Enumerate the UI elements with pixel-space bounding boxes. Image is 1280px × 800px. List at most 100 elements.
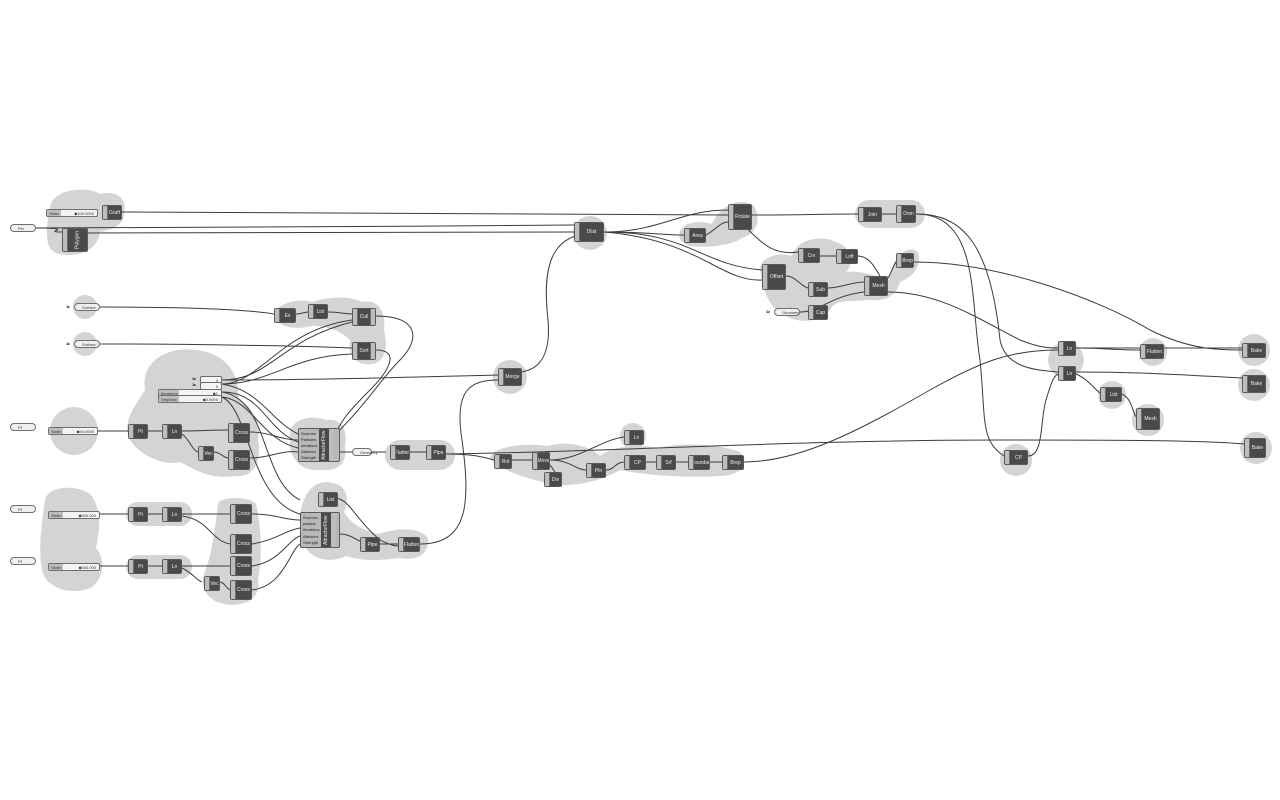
- rotate-component[interactable]: Rot: [494, 454, 512, 469]
- input-port[interactable]: [545, 473, 550, 486]
- boundary-component[interactable]: Boundary: [688, 455, 710, 470]
- input-port[interactable]: [689, 456, 694, 469]
- geometry-param[interactable]: Geometry: [774, 308, 800, 316]
- curve-component[interactable]: Crv: [798, 248, 820, 263]
- vector-component[interactable]: Vec: [204, 576, 220, 591]
- input-port[interactable]: [1243, 344, 1248, 357]
- input-port[interactable]: [533, 453, 538, 469]
- solver-input-particle[interactable]: particle: [303, 521, 316, 527]
- input-port[interactable]: [361, 538, 366, 551]
- area-component[interactable]: Area: [684, 228, 706, 243]
- input-port[interactable]: [275, 309, 280, 322]
- input-port[interactable]: [229, 451, 234, 469]
- input-port[interactable]: [625, 431, 630, 444]
- input-port[interactable]: [229, 424, 234, 442]
- wire[interactable]: [915, 213, 1005, 457]
- input-port[interactable]: [1243, 376, 1248, 392]
- wire[interactable]: [445, 439, 1245, 455]
- wire[interactable]: [249, 451, 299, 459]
- flatten-component[interactable]: Flatten: [398, 537, 420, 552]
- flatten-component[interactable]: Flatten: [390, 445, 410, 460]
- input-port[interactable]: [809, 283, 814, 296]
- domain-component[interactable]: Dom: [896, 205, 916, 223]
- input-port[interactable]: [575, 223, 580, 241]
- point-component[interactable]: Pt: [128, 424, 148, 439]
- solver-input-sources[interactable]: Sources: [303, 514, 318, 520]
- cross-component[interactable]: Cross: [230, 556, 252, 576]
- point-component[interactable]: Pt: [128, 507, 148, 522]
- stepsize-slider[interactable]: StepSize ◆0.5000: [158, 395, 222, 403]
- input-port[interactable]: [799, 249, 804, 262]
- wire[interactable]: [249, 431, 299, 441]
- bake-component[interactable]: Bake: [1242, 375, 1266, 393]
- pt-param[interactable]: Pt: [10, 423, 36, 431]
- wire[interactable]: [857, 255, 881, 277]
- input-port[interactable]: [837, 250, 842, 263]
- rotate-component[interactable]: Rotate: [728, 204, 752, 230]
- wire[interactable]: [549, 459, 587, 471]
- wire[interactable]: [1027, 373, 1059, 457]
- input-port[interactable]: [1137, 409, 1142, 429]
- wire[interactable]: [785, 275, 809, 289]
- surface-param[interactable]: Surface: [74, 340, 100, 348]
- input-port[interactable]: [1059, 367, 1064, 380]
- wire[interactable]: [251, 535, 301, 567]
- input-port[interactable]: [231, 581, 236, 599]
- flatten-component[interactable]: Flatten: [1140, 344, 1164, 359]
- line-component[interactable]: Ln: [162, 559, 182, 574]
- attractor-solver[interactable]: Sources Particles Iterations Attractor S…: [298, 428, 340, 462]
- wire[interactable]: [221, 396, 299, 449]
- input-port[interactable]: [163, 425, 168, 438]
- surface-component[interactable]: Srf: [656, 455, 676, 470]
- list-component[interactable]: List: [308, 304, 328, 319]
- wire[interactable]: [87, 231, 579, 234]
- input-port[interactable]: [763, 265, 768, 289]
- pipe-component[interactable]: Pipe: [426, 445, 446, 460]
- surface-param[interactable]: Surface: [74, 303, 100, 311]
- dlist-component[interactable]: Dlist: [574, 222, 604, 242]
- sort-component[interactable]: Sort: [352, 342, 376, 360]
- wire[interactable]: [521, 231, 605, 373]
- solver-input-sources[interactable]: Sources: [301, 430, 316, 436]
- input-port[interactable]: [809, 306, 814, 319]
- wire[interactable]: [99, 343, 353, 349]
- pt-param[interactable]: Pt: [10, 557, 36, 565]
- bake-component[interactable]: Bake: [1244, 438, 1266, 458]
- wire[interactable]: [251, 513, 301, 521]
- input-port[interactable]: [63, 229, 68, 251]
- input-port[interactable]: [427, 446, 432, 459]
- solver-input-particles[interactable]: Particles: [301, 436, 317, 442]
- input-port[interactable]: [1005, 451, 1010, 464]
- wire[interactable]: [329, 349, 391, 447]
- group-blob[interactable]: [40, 487, 103, 592]
- line-component[interactable]: Ln: [624, 430, 644, 445]
- wire[interactable]: [221, 391, 301, 501]
- wire[interactable]: [603, 231, 763, 271]
- input-port[interactable]: [399, 538, 404, 551]
- attractor-solver[interactable]: Sources particle Iterations Attractor St…: [300, 512, 340, 548]
- output-port[interactable]: [370, 343, 375, 359]
- wire[interactable]: [221, 321, 353, 381]
- number-slider[interactable]: Slider ◆50.0000: [48, 427, 98, 435]
- input-port[interactable]: [319, 493, 324, 506]
- plane-component[interactable]: Pln: [586, 463, 606, 478]
- input-port[interactable]: [129, 560, 134, 573]
- wire[interactable]: [913, 261, 1243, 351]
- wire[interactable]: [221, 396, 301, 515]
- input-port[interactable]: [1101, 388, 1106, 401]
- pipe-component[interactable]: Pipe: [360, 537, 380, 552]
- wire[interactable]: [605, 461, 625, 471]
- solver-input-iterations[interactable]: Iterations: [303, 527, 320, 533]
- polygon-component[interactable]: Polygon: [62, 228, 88, 252]
- solver-input-iterations[interactable]: Iterations: [301, 442, 318, 448]
- wire[interactable]: [549, 436, 625, 461]
- input-port[interactable]: [205, 577, 210, 590]
- input-port[interactable]: [199, 447, 204, 460]
- mesh-component[interactable]: Mesh: [864, 276, 888, 296]
- join-component[interactable]: Join: [858, 207, 882, 222]
- list-component[interactable]: List: [1100, 387, 1122, 402]
- output-port[interactable]: [370, 309, 375, 325]
- solver-input-strength[interactable]: Strength: [303, 540, 319, 546]
- input-port[interactable]: [587, 464, 592, 477]
- cap-component[interactable]: Cap: [808, 305, 828, 320]
